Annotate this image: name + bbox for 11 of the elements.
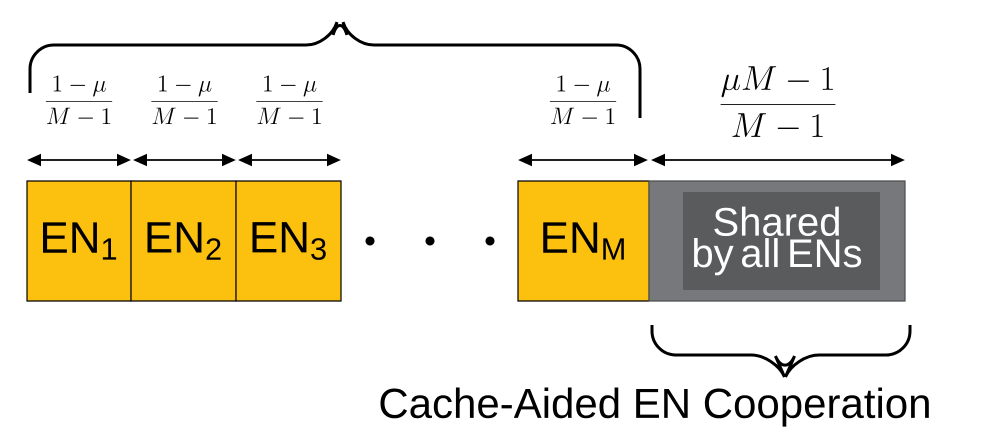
cache-block: EN$_{3}$ [235,180,342,302]
fraction-label: $\frac{1-\mu}{M-1}$ [151,75,218,124]
brace-caption: Cache-Aided EN Cooperation [380,387,929,427]
fraction-label: $\frac{1-\mu}{M-1}$ [550,75,616,124]
fraction-label: $\frac{1-\mu}{M-1}$ [256,75,323,124]
fraction-label: $\frac{1-\mu}{M-1}$ [46,75,112,124]
cache-block: EN$_{M}$ [517,180,650,302]
fraction-label: $\frac{\mu M-1}{M-1}$ [720,66,836,137]
cache-block: EN$_{2}$ [130,180,237,302]
cache-block: EN$_{1}$ [26,180,132,302]
shared-block: Shared by all ENs [648,180,906,302]
